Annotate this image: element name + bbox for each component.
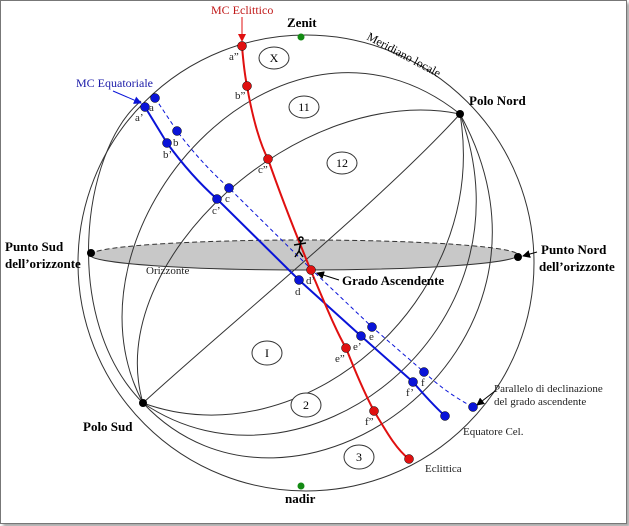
nadir-label: nadir — [285, 491, 316, 506]
equatore-label: Equatore Cel. — [463, 426, 524, 438]
horizon-back-edge — [89, 239, 519, 256]
point-a: a — [149, 102, 154, 114]
house-circle-e — [142, 113, 464, 416]
house-circles — [88, 72, 493, 459]
punto-sud-label-1: Punto Sud — [5, 239, 64, 254]
point-e: e — [369, 331, 374, 343]
punto-sud-label-2: dell’orizzonte — [5, 256, 81, 271]
horizon-front-edge — [89, 254, 519, 271]
point-c1: c’ — [212, 205, 221, 217]
equator-points — [140, 93, 478, 421]
house-circle-g — [142, 113, 493, 459]
pole-points — [87, 110, 522, 407]
parallelo-label-2: del grado ascendente — [494, 396, 586, 408]
punto-nord-label-1: Punto Nord — [541, 242, 607, 257]
grado-ascendente-label: Grado Ascendente — [342, 273, 444, 288]
polo-nord-label: Polo Nord — [469, 93, 526, 108]
point-f1: f’ — [406, 387, 414, 399]
orizzonte-label: Orizzonte — [146, 265, 189, 277]
mc-equatoriale-label: MC Equatoriale — [76, 76, 153, 90]
house-12: 12 — [336, 156, 348, 170]
zenit-dot — [297, 33, 305, 41]
point-d1: d’ — [306, 275, 315, 287]
celestial-equator — [144, 106, 446, 417]
point-b1: b’ — [163, 149, 172, 161]
house-1: I — [265, 346, 269, 360]
point-f2: f” — [365, 416, 374, 428]
house-3: 3 — [356, 450, 362, 464]
zenit-label: Zenit — [287, 15, 317, 30]
point-f: f — [421, 377, 425, 389]
house-circle-c — [136, 109, 461, 404]
meridiano-label: Meridiano locale — [365, 29, 444, 80]
eclittica-label: Eclittica — [425, 463, 462, 475]
house-x: X — [270, 51, 279, 65]
point-a2: a” — [229, 51, 239, 63]
house-circle-d — [142, 113, 461, 404]
parallelo-label-1: Parallelo di declinazione — [494, 383, 603, 395]
parallelo-arrow — [476, 390, 496, 406]
point-c: c — [225, 193, 230, 205]
punto-nord-label-2: dell’orizzonte — [539, 259, 615, 274]
point-b: b — [173, 137, 179, 149]
point-d: d — [295, 286, 301, 298]
house-markers — [251, 46, 375, 470]
declination-parallel — [154, 97, 474, 408]
point-e1: e’ — [353, 341, 362, 353]
house-circle-f — [142, 113, 477, 436]
mc-equatoriale-arrow — [112, 90, 142, 104]
point-e2: e” — [335, 353, 345, 365]
nadir-dot — [297, 482, 305, 490]
house-2: 2 — [303, 398, 309, 412]
house-11: 11 — [298, 100, 310, 114]
mc-eclittico-label: MC Eclittico — [211, 3, 273, 17]
point-a1: a’ — [135, 112, 144, 124]
ecliptic-points — [237, 41, 414, 464]
house-circle-left — [88, 100, 144, 404]
polo-sud-label: Polo Sud — [83, 419, 133, 434]
point-c2: c” — [258, 164, 268, 176]
meridian-circle — [77, 34, 535, 492]
grado-ascendente-arrow — [316, 271, 340, 281]
house-circle-b — [121, 72, 461, 404]
observer-icon — [293, 236, 307, 258]
point-b2: b” — [235, 90, 246, 102]
punto-nord-arrow — [522, 250, 538, 258]
